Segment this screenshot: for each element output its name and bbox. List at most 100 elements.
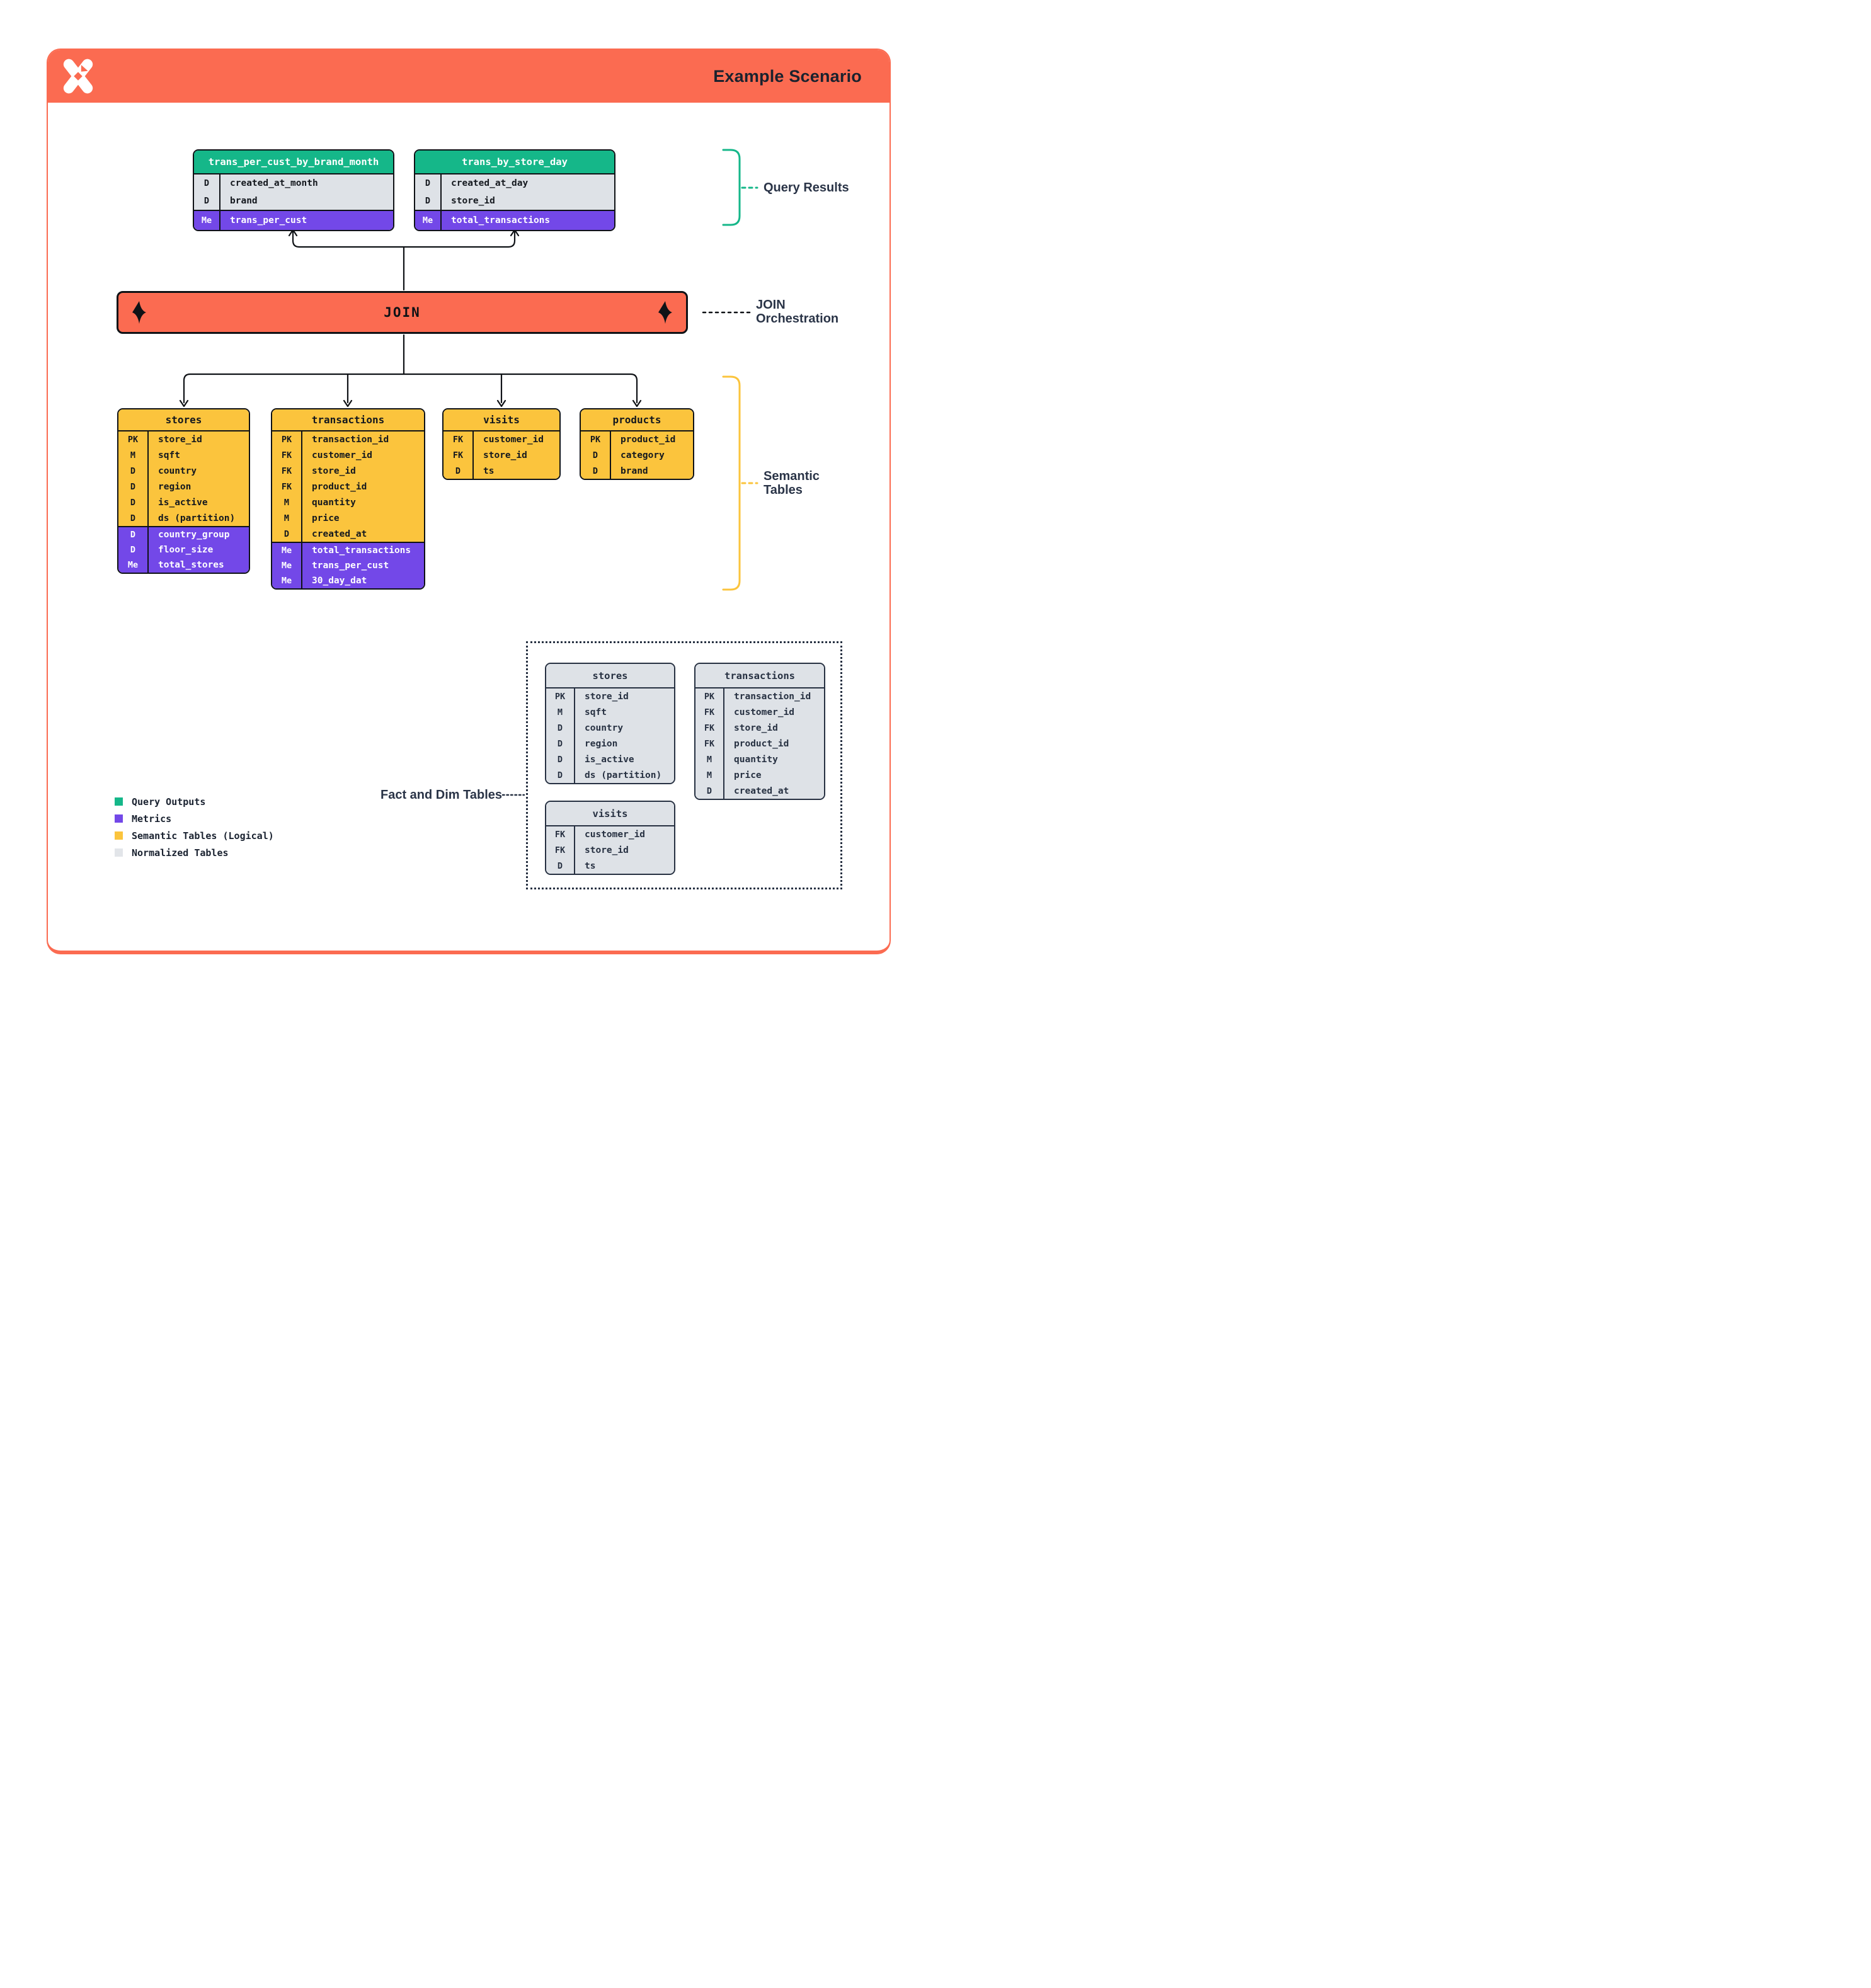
row-key: D — [130, 481, 136, 492]
row-name: created_at_day — [451, 178, 529, 188]
column-divider — [440, 174, 442, 230]
query-results-label: Query Results — [764, 181, 849, 195]
row-key: M — [283, 497, 290, 508]
row-name: store_id — [483, 450, 527, 460]
logo-diamond-cutout — [74, 72, 83, 81]
pinwheel-x-logo-icon — [63, 59, 93, 94]
table-row: Me trans_per_cust — [194, 211, 393, 230]
table-title: visits — [443, 409, 559, 431]
join-orchestration-line1: JOIN — [756, 298, 786, 312]
row-name: customer_id — [585, 829, 646, 840]
row-key: FK — [704, 707, 715, 717]
row-name: trans_per_cust — [230, 215, 307, 226]
row-key: FK — [281, 466, 292, 476]
row-key: D — [130, 466, 136, 476]
row-key: D — [592, 450, 598, 460]
row-name: 30_day_dat — [312, 576, 367, 586]
column-divider — [301, 431, 302, 588]
card-header: Example Scenario — [48, 50, 890, 103]
table-title: transactions — [695, 664, 824, 688]
join-label: JOIN — [384, 305, 421, 320]
row-key: PK — [554, 691, 566, 702]
row-key: D — [425, 196, 431, 206]
column-divider — [574, 688, 575, 783]
legend-item: Semantic Tables (Logical) — [115, 827, 274, 844]
table-row: FK product_id — [272, 479, 424, 494]
table-title: stores — [118, 409, 249, 431]
row-key: Me — [281, 561, 292, 571]
row-key: Me — [422, 215, 433, 226]
table-row: FK store_id — [443, 447, 559, 463]
row-name: ds (partition) — [158, 513, 236, 523]
row-name: store_id — [451, 196, 495, 206]
row-name: product_id — [312, 481, 367, 492]
row-key: FK — [281, 481, 292, 492]
row-name: created_at_month — [230, 178, 318, 188]
legend-label: Query Outputs — [132, 796, 206, 808]
fact-dim-box — [526, 641, 842, 889]
column-divider — [472, 431, 474, 479]
column-divider — [219, 174, 220, 230]
row-key: D — [130, 513, 136, 523]
row-name: is_active — [158, 497, 208, 508]
table-title: products — [581, 409, 693, 431]
four-point-star-icon — [132, 301, 146, 324]
row-name: category — [621, 450, 665, 460]
row-key: FK — [452, 450, 464, 460]
row-key: M — [706, 770, 712, 780]
join-orchestration-line2: Orchestration — [756, 312, 839, 326]
row-key: D — [130, 530, 136, 540]
row-key: D — [557, 860, 563, 871]
row-key: FK — [704, 723, 715, 733]
query-results-bracket — [722, 149, 741, 226]
table-title: stores — [546, 664, 674, 688]
legend-item: Normalized Tables — [115, 844, 274, 861]
row-name: store_id — [585, 845, 629, 855]
row-name: is_active — [585, 754, 634, 765]
legend-swatch — [115, 797, 123, 806]
join-orchestration-label: JOIN Orchestration — [756, 298, 838, 326]
row-name: sqft — [158, 450, 180, 460]
row-key: D — [130, 545, 136, 555]
row-name: store_id — [585, 691, 629, 702]
row-key: Me — [201, 215, 212, 226]
row-name: customer_id — [483, 434, 544, 445]
row-key: D — [557, 738, 563, 749]
arrowhead-down-visits — [496, 399, 506, 408]
legend-label: Metrics — [132, 813, 172, 825]
row-key: PK — [704, 691, 715, 702]
row-name: ds (partition) — [585, 770, 662, 780]
legend-label: Semantic Tables (Logical) — [132, 830, 274, 842]
